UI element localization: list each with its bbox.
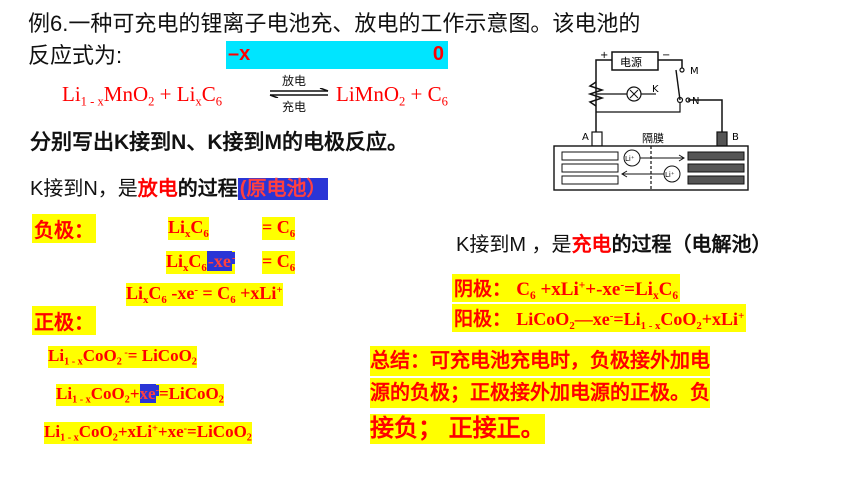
membrane-label: 隔膜 [642, 132, 664, 145]
cyan-bar: –x 0 [226, 41, 448, 69]
minus-sign: − [662, 50, 670, 61]
arrow-bottom-label: 充电 [282, 100, 307, 114]
switch-icon [675, 69, 681, 101]
electrode-b [716, 131, 728, 147]
a-label: A [582, 132, 589, 143]
svg-text:Li⁺: Li⁺ [625, 155, 635, 163]
reaction-arrows: 放电 充电 [268, 70, 330, 114]
k-label: K [652, 84, 659, 95]
cyan-bar-left: –x [228, 43, 251, 65]
battery-diagram: 电源 + − K M N A B 隔膜 Li⁺ Li⁺ [553, 50, 749, 191]
question-line-1: 例6.一种可充电的锂离子电池充、放电的工作示意图。该电池的 [28, 11, 641, 36]
summary-line-3: 接负； 正接正。 [370, 414, 545, 444]
reaction-equation-left: Li1 - xMnO2 + LixC6 [62, 82, 223, 109]
neg-eq-1: LixC6 [168, 217, 209, 240]
plus-sign: + [600, 50, 608, 61]
double-arrow-icon [269, 88, 329, 98]
pos-eq-2: Li1 - xCoO2+xe-=LiCoO2 [56, 384, 224, 406]
svg-text:Li⁺: Li⁺ [665, 171, 675, 179]
b-label: B [732, 132, 739, 143]
electrode-a [591, 131, 603, 147]
arrow-top-label: 放电 [282, 74, 307, 88]
pos-eq-3: Li1 - xCoO2+xLi++xe-=LiCoO2 [44, 422, 252, 444]
negative-label: 负极： [32, 214, 96, 243]
neg-eq-3: LixC6 -xe- = C6 +xLi+ [126, 283, 283, 306]
instruction-text: 分别写出K接到N、K接到M的电极反应。 [30, 131, 408, 154]
pos-eq-1: Li1 - xCoO2 -= LiCoO2 [48, 346, 197, 368]
cathode-line: 阴极： C6 +xLi++-xe-=LixC6 [452, 274, 681, 302]
cyan-bar-right: 0 [432, 43, 444, 65]
resistor-icon [587, 81, 605, 107]
positive-label: 正极： [32, 306, 96, 335]
case-m-line: K接到M ，是充电的过程（电解池） [456, 234, 772, 256]
question-line-2: 反应式为: [28, 43, 123, 68]
summary-line-1: 总结：可充电池充电时，负极接外加电 [370, 346, 710, 376]
power-label: 电源 [620, 55, 642, 69]
reaction-equation-right: LiMnO2 + C6 [336, 82, 448, 109]
neg-eq-2-rhs: = C6 [262, 251, 296, 274]
neg-eq-2: LixC6-xe- [166, 251, 236, 274]
case-n-line: K接到N，是放电的过程(原电池） [30, 178, 329, 200]
summary-line-2: 源的负极；正极接外加电源的正极。负 [370, 378, 710, 408]
primary-cell-tag: (原电池） [237, 178, 329, 200]
m-label: M [690, 66, 699, 77]
neg-eq-1-rhs: = C6 [262, 217, 296, 240]
n-label: N [692, 96, 699, 107]
power-source-box [611, 51, 659, 71]
anode-line: 阳极： LiCoO2—xe-=Li1 - xCoO2+xLi+ [452, 304, 747, 332]
